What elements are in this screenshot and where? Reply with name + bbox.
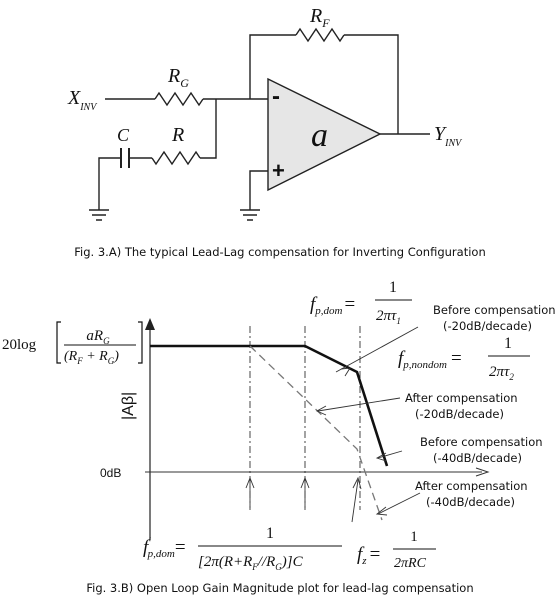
fpnondom-numerator: 1 bbox=[504, 335, 512, 352]
note-after-2b: (-40dB/decade) bbox=[426, 495, 515, 509]
fpnondom-denominator: 2πτ2 bbox=[489, 364, 514, 382]
capacitor bbox=[120, 148, 130, 168]
callout-after-1 bbox=[317, 397, 401, 412]
r-resistor bbox=[151, 150, 201, 166]
callout-before-2 bbox=[377, 450, 403, 459]
y-inv-label: YINV bbox=[434, 123, 463, 149]
plus-input-wire bbox=[249, 170, 268, 210]
x-axis-arrow bbox=[475, 467, 490, 477]
fpdom-expression: fp,dom= 1 2πτ1 bbox=[310, 279, 412, 326]
minus-sign: - bbox=[272, 83, 280, 110]
rf-resistor bbox=[295, 27, 345, 43]
fpdom-prime-denominator: [2π(R+RF//RG)]C bbox=[198, 554, 304, 572]
callout-after-2 bbox=[377, 492, 421, 515]
fpdom-prime-expression: f'p,dom= 1 [2π(R+RF//RG)]C bbox=[143, 525, 342, 572]
note-after-2: After compensation bbox=[415, 479, 528, 493]
note-before-2: Before compensation bbox=[420, 435, 543, 449]
fpnondom-expression: fp,nondom= 1 2πτ2 bbox=[398, 335, 530, 382]
r-label: R bbox=[171, 124, 184, 146]
gain-bracket-left bbox=[56, 321, 61, 364]
note-after-1b: (-20dB/decade) bbox=[415, 407, 504, 421]
feedback-wire-left bbox=[249, 34, 296, 99]
after-compensation-curve bbox=[249, 345, 383, 521]
fz-arrow bbox=[351, 479, 359, 523]
fz-denominator: 2πRC bbox=[394, 556, 427, 571]
caption-a: Fig. 3.A) The typical Lead-Lag compensat… bbox=[74, 245, 485, 259]
fz-numerator: 1 bbox=[410, 529, 418, 545]
r-branch-wire bbox=[200, 99, 217, 159]
ground-symbol-1 bbox=[89, 209, 109, 221]
rf-label: RF bbox=[309, 5, 330, 30]
callout-before-1 bbox=[335, 326, 419, 373]
c-label: C bbox=[117, 125, 130, 145]
note-before-2b: (-40dB/decade) bbox=[433, 451, 522, 465]
circuit-diagram: RF RG R C XINV YINV a - + bbox=[67, 5, 463, 221]
gain-expression: 20log aRG (RF + RG) bbox=[2, 321, 143, 366]
plus-sign: + bbox=[272, 158, 285, 183]
gain-denominator: (RF + RG) bbox=[64, 349, 119, 366]
caption-b: Fig. 3.B) Open Loop Gain Magnitude plot … bbox=[86, 581, 473, 595]
note-before-1b: (-20dB/decade) bbox=[443, 319, 532, 333]
fpdom-numerator: 1 bbox=[389, 279, 397, 296]
gain-prefix: 20log bbox=[2, 337, 37, 353]
cap-ground-wire bbox=[98, 157, 121, 210]
opamp-gain-label: a bbox=[311, 117, 328, 154]
fpnondom-symbol: fp,nondom= bbox=[398, 348, 462, 371]
fpdom-prime-numerator: 1 bbox=[266, 525, 274, 542]
rg-resistor bbox=[154, 91, 204, 107]
feedback-wire-right bbox=[344, 34, 399, 134]
fpdom-denominator: 2πτ1 bbox=[376, 308, 401, 326]
note-after-1: After compensation bbox=[405, 391, 518, 405]
note-before-1: Before compensation bbox=[433, 303, 556, 317]
fpdom-symbol: fp,dom= bbox=[310, 294, 355, 317]
bode-plot: 20log aRG (RF + RG) |Aβ| 0dB fp,dom= 1 2… bbox=[2, 279, 556, 572]
y-axis-label: |Aβ| bbox=[120, 392, 137, 420]
before-compensation-curve bbox=[150, 344, 389, 467]
y-axis-arrow bbox=[145, 318, 155, 330]
ground-symbol-2 bbox=[240, 209, 260, 221]
gain-numerator: aRG bbox=[86, 328, 110, 346]
opamp-triangle bbox=[267, 77, 382, 192]
gain-bracket-right bbox=[138, 321, 143, 364]
fz-expression: fz= 1 2πRC bbox=[357, 529, 436, 571]
fz-symbol: fz= bbox=[357, 544, 380, 567]
zero-db-label: 0dB bbox=[100, 466, 121, 480]
x-inv-label: XINV bbox=[67, 87, 98, 113]
fpdom-prime-symbol: f'p,dom= bbox=[143, 535, 186, 560]
rg-label: RG bbox=[167, 65, 189, 90]
